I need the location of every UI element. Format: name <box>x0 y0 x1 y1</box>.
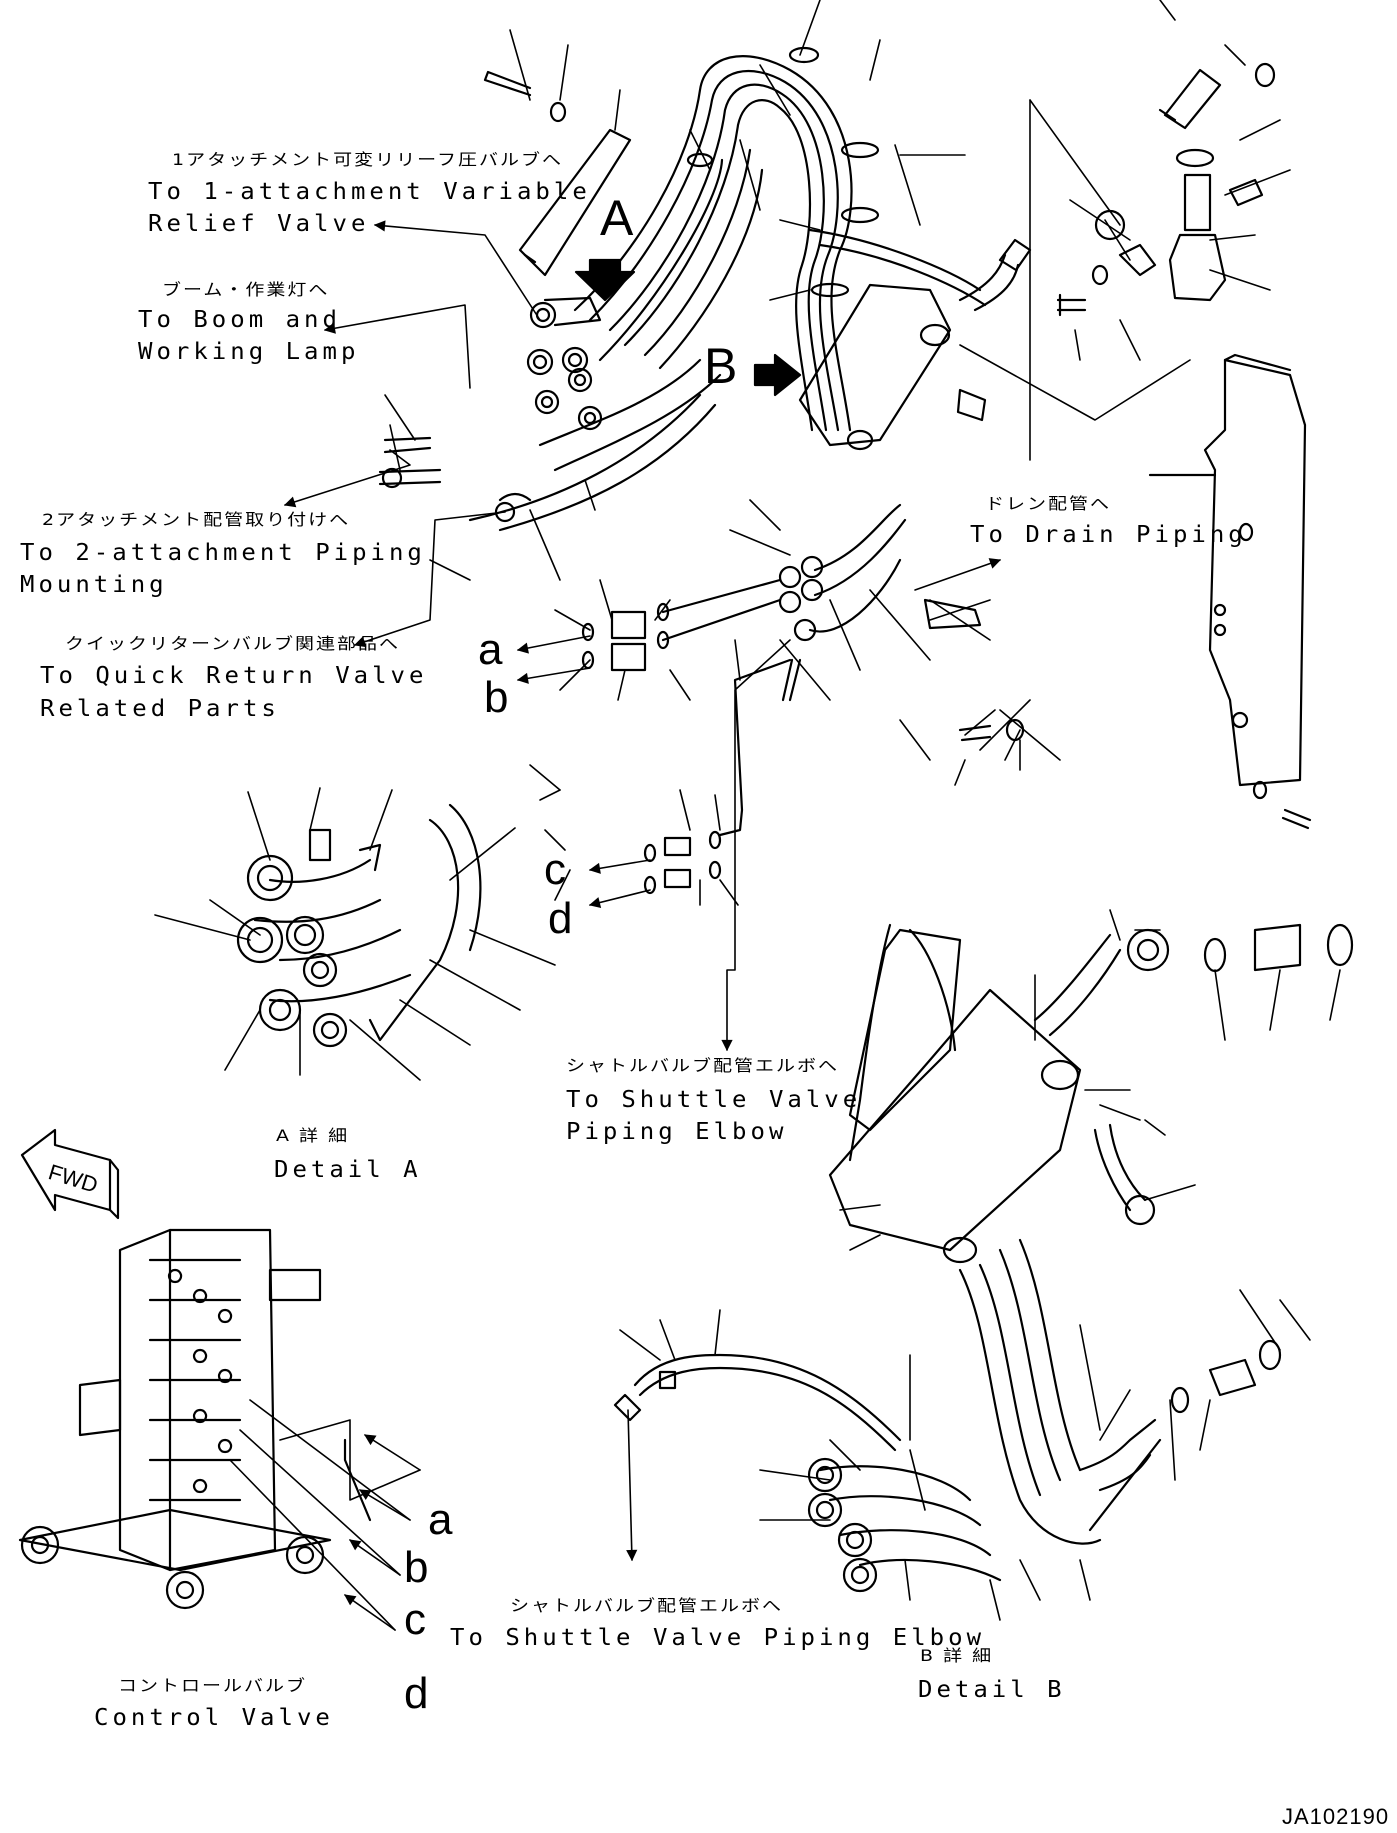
detail-b-view <box>613 923 1354 1593</box>
label-1-attachment-en-line2: Relief Valve <box>148 210 370 237</box>
label-shuttle-1-en-line2: Piping Elbow <box>566 1118 788 1145</box>
label-quick-return-en-line2: Related Parts <box>40 695 280 722</box>
label-port-c-upper: c <box>544 845 566 894</box>
label-control-valve-jp: コントロールバルブ <box>118 1676 308 1695</box>
label-port-d-upper: d <box>548 894 573 943</box>
right-bracket <box>1148 353 1312 830</box>
drawing-id: JA102190 <box>1282 1804 1390 1829</box>
label-1-attachment-en-line1: To 1-attachment Variable <box>148 178 591 205</box>
label-1-attachment-jp: 1アタッチメント可変リリーフ圧バルブへ <box>172 150 563 169</box>
label-attach2-jp: 2アタッチメント配管取り付けへ <box>42 510 351 529</box>
label-view-a: A <box>600 190 634 246</box>
label-detail-a-en: Detail A <box>274 1156 422 1183</box>
manifold-block-upper <box>798 238 1032 451</box>
label-attach2-en-line2: Mounting <box>20 571 168 598</box>
label-port-b-upper: b <box>484 673 509 722</box>
label-shuttle-1-en-line1: To Shuttle Valve <box>566 1086 862 1113</box>
middle-fittings-ab <box>581 503 1025 742</box>
label-detail-b-jp: B 詳 細 <box>920 1646 994 1665</box>
label-port-d-lower: d <box>404 1669 429 1718</box>
label-attach2-en-line1: To 2-attachment Piping <box>20 539 426 566</box>
label-detail-a-jp: A 詳 細 <box>276 1126 350 1145</box>
label-detail-b-en: Detail B <box>918 1676 1066 1703</box>
fwd-arrow-outline <box>20 1128 120 1220</box>
label-shuttle-2-jp: シャトルバルブ配管エルボへ <box>510 1596 784 1615</box>
view-arrows <box>574 258 802 397</box>
label-boom-lamp-en-line1: To Boom and <box>138 306 341 333</box>
label-port-b-lower: b <box>404 1543 429 1592</box>
label-boom-lamp-jp: ブーム・作業灯へ <box>162 280 330 299</box>
fittings-group-a <box>378 296 603 523</box>
label-port-a-lower: a <box>428 1495 453 1544</box>
label-drain-jp: ドレン配管へ <box>985 494 1112 513</box>
label-port-c-lower: c <box>404 1595 426 1644</box>
label-boom-lamp-en-line2: Working Lamp <box>138 338 360 365</box>
middle-fittings-cd <box>643 658 792 895</box>
label-drain-en: To Drain Piping <box>970 521 1247 548</box>
detail-a-view <box>236 803 482 1048</box>
label-shuttle-2-en: To Shuttle Valve Piping Elbow <box>450 1624 986 1651</box>
label-control-valve-en: Control Valve <box>94 1704 334 1731</box>
callout-arrows <box>229 220 1002 1631</box>
label-quick-return-jp: クイックリターンバルブ関連部品へ <box>65 634 401 653</box>
label-view-b: B <box>704 338 738 394</box>
right-top-fittings <box>1056 62 1276 317</box>
leader-lines <box>154 0 1341 1621</box>
label-port-a-upper: a <box>478 625 503 674</box>
label-quick-return-en-line1: To Quick Return Valve <box>40 662 428 689</box>
label-shuttle-1-jp: シャトルバルブ配管エルボへ <box>566 1056 840 1075</box>
